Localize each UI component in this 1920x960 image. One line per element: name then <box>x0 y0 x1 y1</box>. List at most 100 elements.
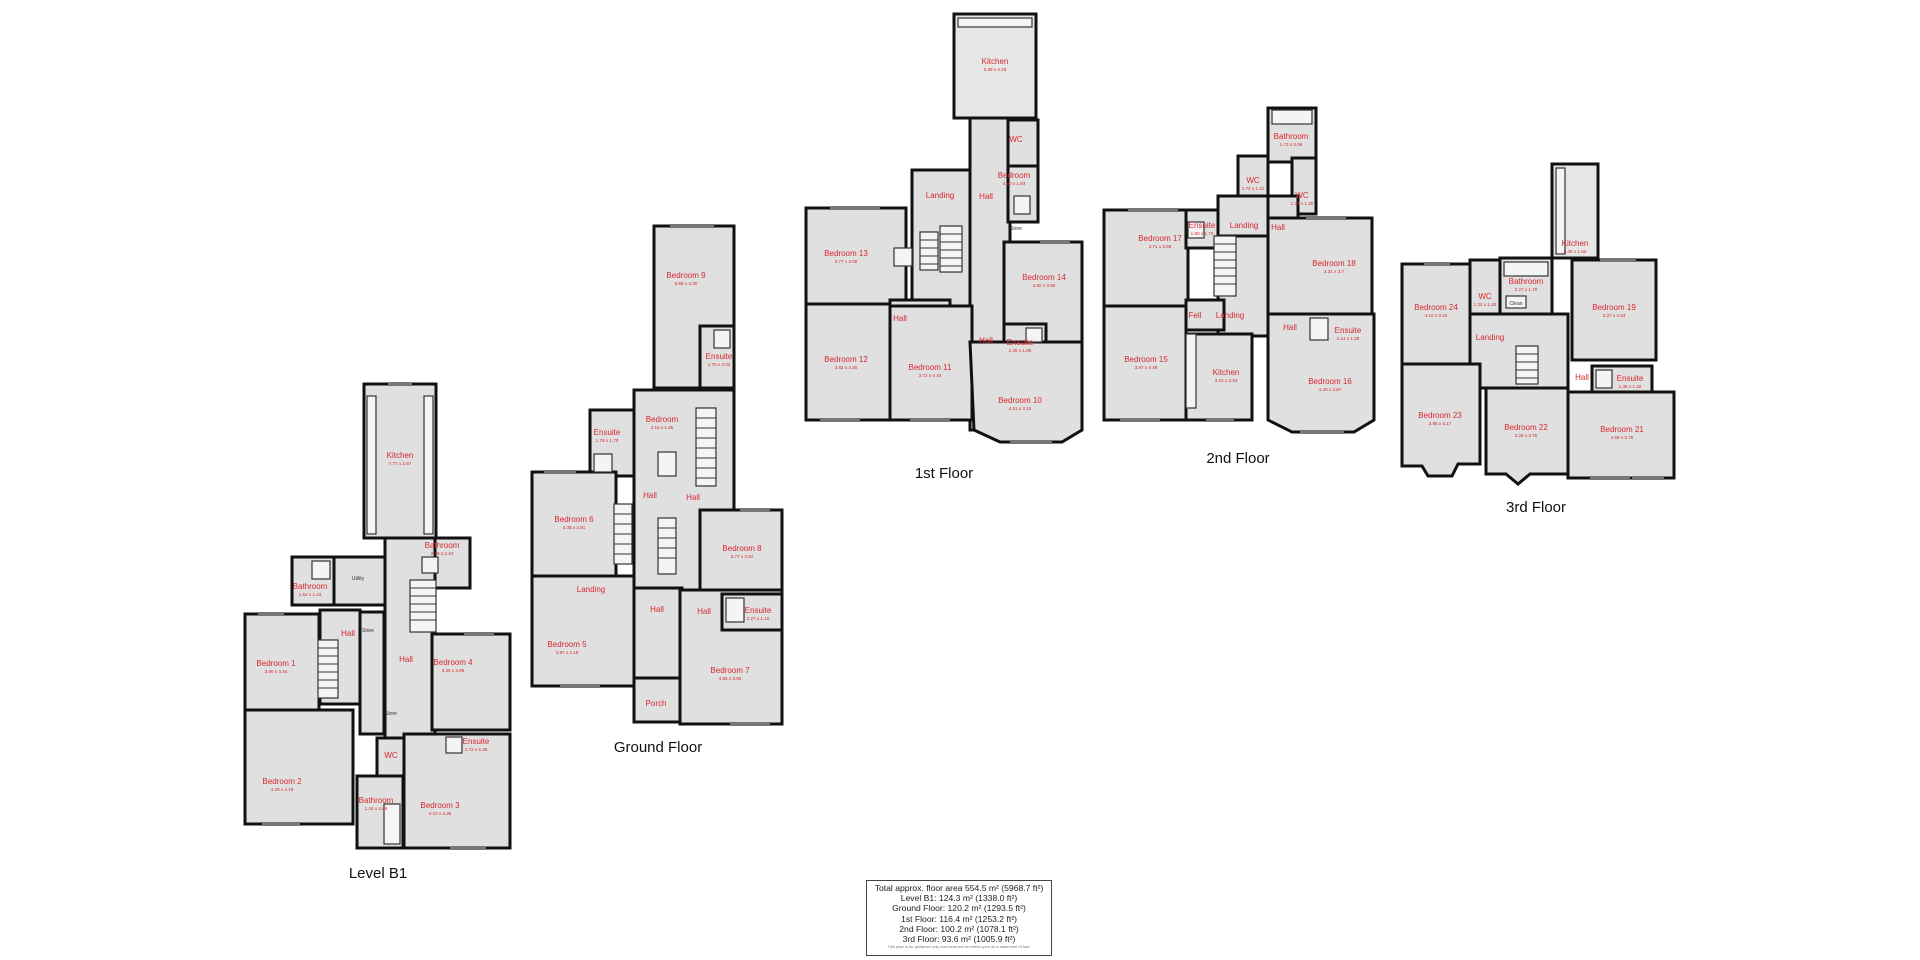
room-name: Bedroom 7 <box>710 666 750 675</box>
fixture-label: Store <box>385 711 397 717</box>
room-name: Hall <box>893 314 907 323</box>
room-name: Bathroom <box>1274 132 1309 141</box>
room-name: Bedroom 4 <box>433 658 473 667</box>
room-dims: 3.87 x 4.49 <box>1135 365 1158 370</box>
room-name: Ensuite <box>1007 338 1034 347</box>
room-dims: 1.39 x 1.30 <box>1291 201 1314 206</box>
shower-tray <box>725 597 745 623</box>
floor-area-summary: Total approx. floor area 554.5 m² (5968.… <box>866 880 1052 956</box>
floor-label: Ground Floor <box>614 739 702 756</box>
room-name: Hall <box>979 192 993 201</box>
room-outline <box>1570 258 1658 362</box>
room-dims: 3.86 x 4.17 <box>1429 421 1452 426</box>
shower-tray <box>713 329 731 349</box>
room-name: Bedroom 21 <box>1600 425 1644 434</box>
shower-tray <box>893 247 913 267</box>
room-dims: 4.40 x 3.87 <box>1319 387 1342 392</box>
room-outline <box>243 708 355 826</box>
room-dims: 6.68 x 3.30 <box>675 281 698 286</box>
room-outline <box>530 574 636 688</box>
room-name: Bedroom 8 <box>722 544 762 553</box>
fixture-label: Utility <box>352 576 365 582</box>
room-dims: 3.35 x 3.86 <box>442 668 465 673</box>
room-name: Bathroom <box>425 541 460 550</box>
room-name: Fell <box>1189 311 1202 320</box>
room-outline <box>1468 258 1502 318</box>
room-outline <box>698 508 784 596</box>
room-dims: 1.62 x 1.44 <box>299 592 322 597</box>
fixture-label: Clean <box>1509 301 1522 307</box>
room-dims: 4.10 x 3.34 <box>1425 313 1448 318</box>
room-dims: 3.77 x 3.82 <box>731 554 754 559</box>
floor-ground: Bedroom 9 6.68 x 3.30 Ensuite 1.70 x 3.0… <box>530 224 784 756</box>
room-name: Bedroom 1 <box>256 659 296 668</box>
room-outline <box>1184 332 1254 422</box>
bay-room-outline <box>1266 312 1376 434</box>
room-name: Landing <box>1230 221 1258 230</box>
stair-treads <box>1516 353 1538 379</box>
stair-block <box>695 407 717 487</box>
room-outline <box>1102 304 1188 422</box>
room-name: Bedroom 16 <box>1308 377 1352 386</box>
room-name: WC <box>1246 176 1260 185</box>
shower-tray <box>421 556 439 574</box>
room-name: Kitchen <box>387 451 414 460</box>
floor-label: 1st Floor <box>915 465 973 482</box>
shower-tray <box>311 560 331 580</box>
room-dims: 1.72 x 2.36 <box>465 747 488 752</box>
room-name: Landing <box>577 585 605 594</box>
room-dims: 5.46 x 1.63 <box>1564 249 1587 254</box>
bay-room-outline <box>1400 362 1482 478</box>
room-dims: 4.85 x 3.90 <box>719 676 742 681</box>
room-name: Ensuite <box>594 428 621 437</box>
room-dims: 3.60 x 3.58 <box>1033 283 1056 288</box>
room-dims: 2.27 x 1.10 <box>747 616 770 621</box>
room-outline <box>430 632 512 732</box>
shower-tray <box>1013 195 1031 215</box>
room-name: WC <box>1009 135 1023 144</box>
kitchen-counter <box>1555 167 1566 255</box>
fixture-label: Store <box>1010 226 1022 232</box>
room-dims: 1.90 x 1.73 <box>1191 231 1214 236</box>
kitchen-counter <box>423 395 434 535</box>
room-name: Ensuite <box>1617 374 1644 383</box>
room-dims: 1.44 x 2.06 <box>365 806 388 811</box>
room-dims: 3.31 x 3.7 <box>1324 269 1345 274</box>
floor-2nd: Bathroom 1.73 x 3.09 WC 1.73 x 1.21 WC 1… <box>1102 106 1376 467</box>
room-name: Bedroom 15 <box>1124 355 1168 364</box>
stair-block <box>939 225 963 273</box>
room-name: Ensuite <box>1189 221 1216 230</box>
room-dims: 3.16 x 1.85 <box>651 425 674 430</box>
room-dims: 3.38 x 4.81 <box>563 525 586 530</box>
shower-tray <box>1025 327 1043 343</box>
stair-treads <box>658 527 676 559</box>
room-dims: 3.97 x 4.18 <box>556 650 579 655</box>
stair-treads <box>614 513 632 555</box>
room-name: Bedroom 6 <box>554 515 594 524</box>
room-name: Bedroom 5 <box>547 640 587 649</box>
kitchen-counter <box>1185 333 1197 409</box>
stair-block <box>317 639 339 699</box>
shower-tray <box>1187 221 1205 239</box>
summary-2nd-floor: 2nd Floor: 100.2 m² (1078.1 ft²) <box>899 923 1019 934</box>
room-name: Bedroom 2 <box>262 777 302 786</box>
stair-block <box>1213 235 1237 297</box>
room-name: Ensuite <box>706 352 733 361</box>
room-dims: 3.26 x 3.76 <box>1515 433 1538 438</box>
room-dims: 2.36 x 1.85 <box>1009 348 1032 353</box>
room-name: Bedroom 23 <box>1418 411 1462 420</box>
stair-treads <box>410 587 436 621</box>
room-dims: 3.82 x 4.40 <box>835 365 858 370</box>
shower-tray <box>593 453 613 473</box>
room-name: Bedroom 14 <box>1022 273 1066 282</box>
room-name: Bedroom 24 <box>1414 303 1458 312</box>
room-name: Bedroom 12 <box>824 355 868 364</box>
room-name: Kitchen <box>982 57 1009 66</box>
summary-level-b1: Level B1: 124.3 m² (1338.0 ft²) <box>900 893 1018 904</box>
room-name: Hall <box>399 655 413 664</box>
summary-ground-floor: Ground Floor: 120.2 m² (1293.5 ft²) <box>892 903 1026 914</box>
room-name: Bedroom 17 <box>1138 234 1182 243</box>
room-name: Bedroom 3 <box>420 801 460 810</box>
room-outline <box>530 470 618 578</box>
